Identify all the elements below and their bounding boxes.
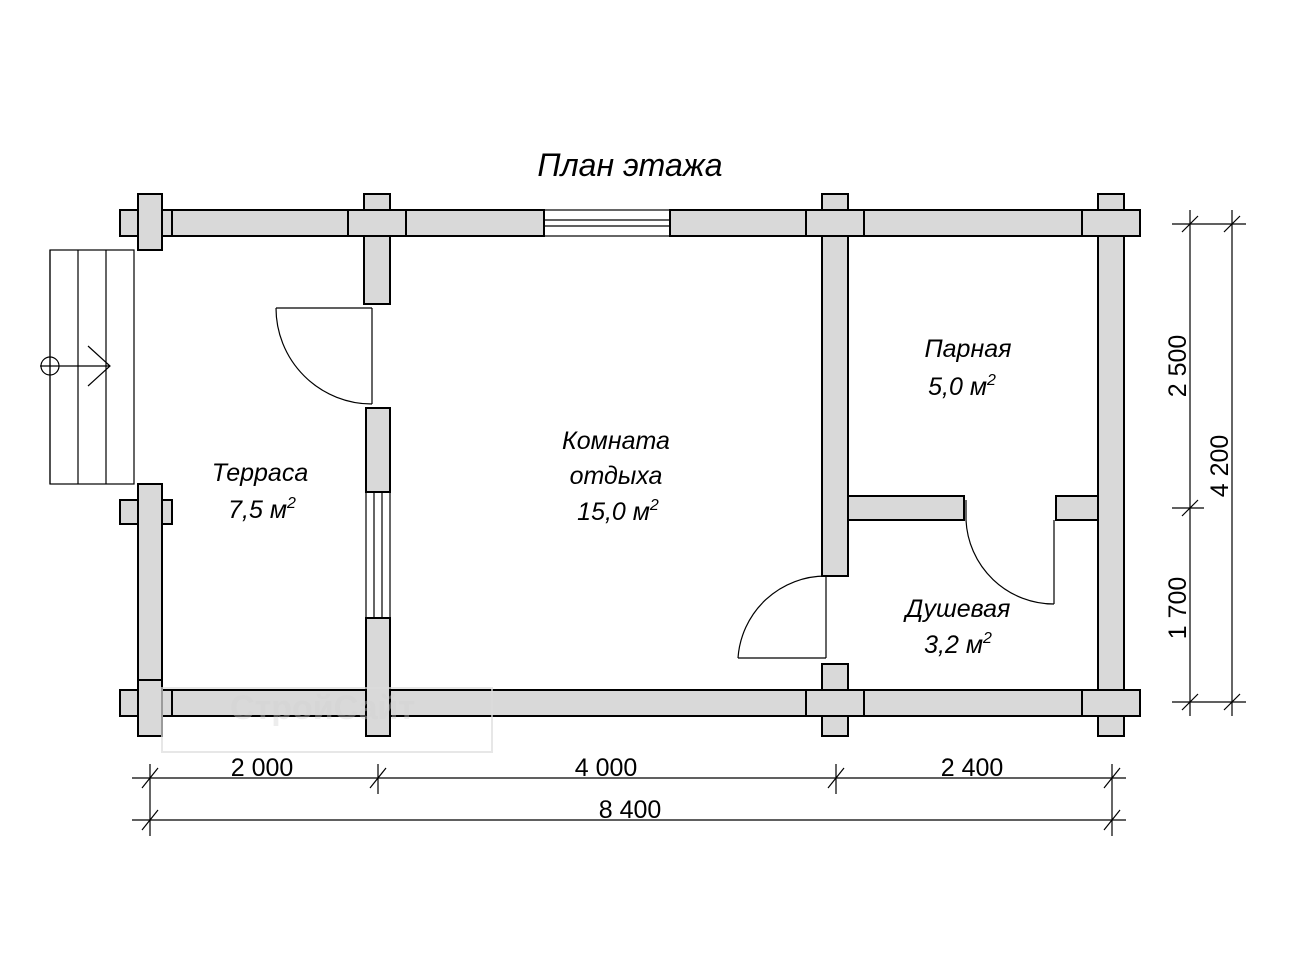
dim-right-total: 4 200 <box>1206 435 1234 498</box>
svg-text:15,0 м2: 15,0 м2 <box>577 497 659 526</box>
rest-room-area: 15,0 м <box>577 498 650 526</box>
top-wall-right <box>669 209 1125 237</box>
steam-room-area: 5,0 м <box>928 373 987 401</box>
doors <box>275 307 1055 659</box>
windows <box>365 209 671 619</box>
rest-room-name-line2: отдыха <box>570 462 663 490</box>
plan-title: План этажа <box>537 147 722 183</box>
shower-name: Душевая <box>903 595 1011 623</box>
dim-right-2: 1 700 <box>1164 577 1192 640</box>
right-dimension-lines <box>1172 210 1246 716</box>
steam-room-area-sup: 2 <box>986 372 996 389</box>
shower-area-sup: 2 <box>982 630 992 647</box>
svg-text:7,5 м2: 7,5 м2 <box>228 495 296 524</box>
walls <box>119 193 1141 737</box>
dim-right-1: 2 500 <box>1164 335 1192 398</box>
top-wall-left <box>135 209 545 237</box>
svg-text:3,2 м2: 3,2 м2 <box>924 630 992 659</box>
dim-bottom-2: 4 000 <box>575 754 638 782</box>
terrace-name: Терраса <box>212 459 309 487</box>
divider-left <box>847 495 965 521</box>
stairs <box>40 249 135 485</box>
partition-middle <box>365 407 391 493</box>
partition-right-upper <box>821 193 849 577</box>
watermark-text: СтройСайт <box>230 689 415 727</box>
dim-bottom-1: 2 000 <box>231 754 294 782</box>
rest-room-name-line1: Комната <box>562 427 670 455</box>
svg-text:5,0 м2: 5,0 м2 <box>928 372 996 401</box>
steam-room-name: Парная <box>925 335 1012 363</box>
watermark: СтройСайт <box>161 687 493 753</box>
terrace-area-sup: 2 <box>286 495 296 512</box>
terrace-area: 7,5 м <box>228 496 287 524</box>
rest-room-area-sup: 2 <box>649 497 659 514</box>
dim-bottom-total: 8 400 <box>599 796 662 824</box>
bottom-dimension-lines <box>132 764 1126 836</box>
divider-right <box>1055 495 1099 521</box>
right-wall <box>1097 193 1125 737</box>
shower-area: 3,2 м <box>924 631 983 659</box>
dim-bottom-3: 2 400 <box>941 754 1004 782</box>
